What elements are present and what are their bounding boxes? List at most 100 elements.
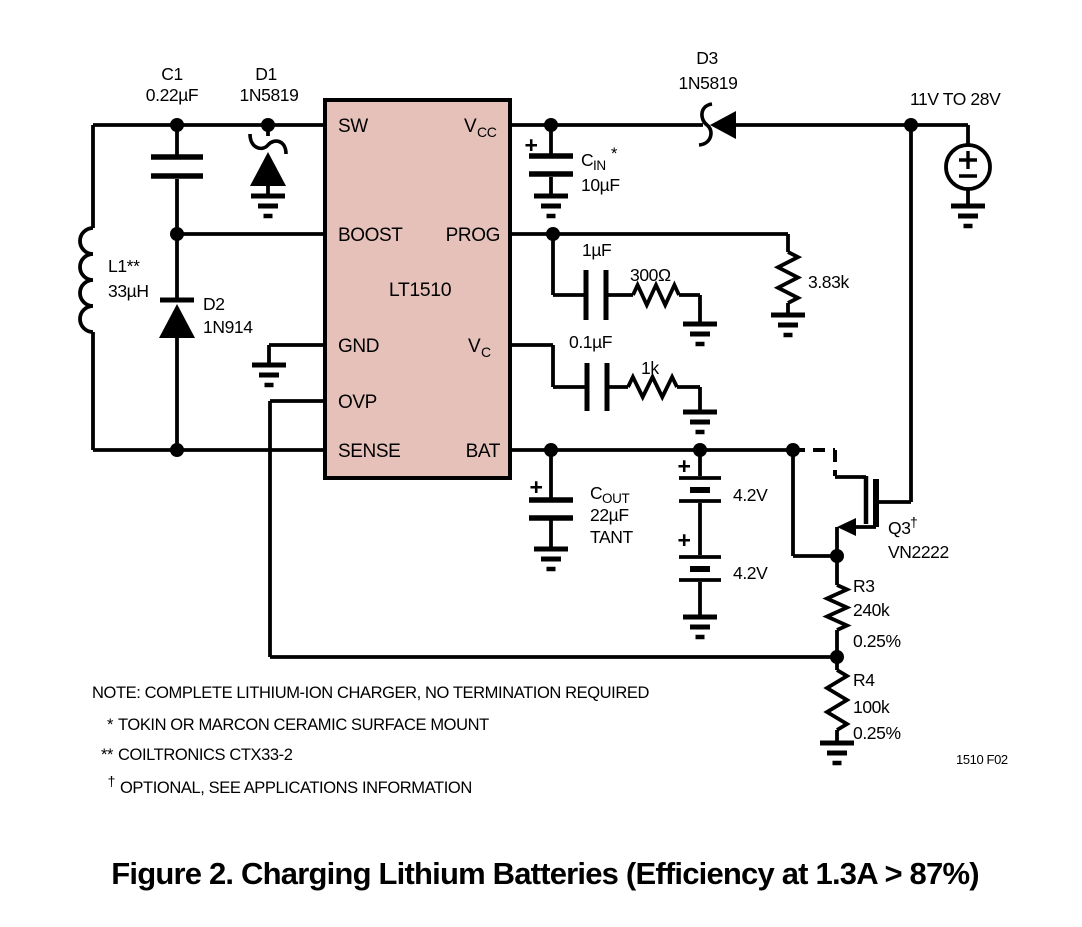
input-voltage-label: 11V TO 28V [910,89,1001,109]
wire-bypass [791,450,837,558]
wire-ovp [268,399,837,659]
battery1-polarity: + [677,453,690,479]
pin-vcc: V [464,116,477,137]
r4-tolerance: 0.25% [853,723,901,743]
pin-gnd: GND [338,336,379,357]
cin-ref: C [581,150,593,170]
d2-value: 1N914 [203,317,253,337]
l1-ref: L1** [108,256,140,276]
ground-symbol [771,315,805,335]
cout-polarity: + [529,474,542,500]
rprog-value: 300Ω [630,265,671,285]
junction-dot [786,443,800,457]
wire-drain [876,125,913,504]
pin-boost: BOOST [338,225,403,246]
input-capacitor-cin: + C IN * 10µF [524,125,620,216]
cout-ref: C [590,483,602,503]
d2-ref: D2 [203,294,225,314]
c1-value: 0.22µF [146,85,198,105]
cin-footnote-mark: * [611,145,618,163]
resistor-zigzag [773,250,803,305]
schottky-diode-d3: D3 1N5819 [679,48,738,147]
ground-symbol [252,365,286,385]
inductor-coil [78,226,94,334]
pin-vc-sub: C [481,344,491,360]
cout-ref-sub: OUT [602,491,629,506]
rvc-value: 1k [641,358,659,378]
cprog-value: 1µF [582,240,611,260]
voltage-source: 11V TO 28V [910,89,1001,226]
note-marker-3: ** [101,746,114,764]
note-marker-4: † [108,773,115,789]
junction-dot [544,118,558,132]
cin-ref-sub: IN [593,158,606,173]
ground-symbol [951,206,985,226]
ground-symbol [534,549,568,569]
resistor-zigzag [626,372,679,402]
d3-value: 1N5819 [679,73,738,93]
q3-ref: Q3 [888,518,911,538]
ground-symbol [534,196,568,216]
note-line2: TOKIN OR MARCON CERAMIC SURFACE MOUNT [118,716,489,734]
d1-ref: D1 [255,64,277,84]
r4-value: 100k [853,697,890,717]
note-line4: OPTIONAL, SEE APPLICATIONS INFORMATION [120,779,472,797]
junction-dot [261,118,275,132]
note-marker-2: * [107,716,114,734]
notes: NOTE: COMPLETE LITHIUM-ION CHARGER, NO T… [92,684,1008,797]
plus-minus-icon [959,151,977,178]
q3-footnote-mark: † [910,514,917,530]
r3-value: 240k [853,600,890,620]
ground-symbol [251,196,285,216]
junction-dots [170,118,918,664]
ic-body [323,98,512,480]
junction-dot [170,227,184,241]
resistor-zigzag [822,583,852,632]
wire-input-rail [736,123,970,146]
pin-vc: V [468,336,481,357]
battery-stack: + 4.2V + 4.2V [677,450,769,637]
pin-ovp: OVP [338,392,377,413]
ground-symbol [820,743,854,763]
pin-sw: SW [338,116,368,137]
inductor-l1: L1** 33µH [78,226,149,334]
resistor-r4: R4 100k 0.25% [820,657,901,763]
pin-vcc-sub: CC [477,124,497,140]
battery-short-plates [690,487,710,572]
wires [91,123,970,659]
resistor-r3: R3 240k 0.25% [822,556,901,657]
r3-ref: R3 [853,576,875,596]
capacitor-c1: C1 0.22µF [146,64,203,234]
junction-dot [904,118,918,132]
cout-type: TANT [590,527,634,547]
battery1-voltage: 4.2V [733,485,768,505]
q3-value: VN2222 [888,542,949,562]
prog-filter: 1µF 300Ω [551,234,717,344]
diode-arrow [159,304,195,338]
schottky-cathode-curl [698,102,713,147]
ground-symbol [683,324,717,344]
ground-symbol [683,412,717,432]
note-line1: NOTE: COMPLETE LITHIUM-ION CHARGER, NO T… [92,684,649,702]
cin-polarity: + [524,132,537,158]
diode-arrow [250,152,286,186]
junction-dot [693,443,707,457]
ic-name: LT1510 [389,279,452,301]
c1-ref: C1 [161,64,183,84]
l1-value: 33µH [108,281,149,301]
ground-symbol [683,617,717,637]
diode-d2: D2 1N914 [159,234,254,450]
ic-lt1510: SW BOOST GND OVP SENSE V CC PROG V C BAT… [323,98,512,480]
figure-caption: Figure 2. Charging Lithium Batteries (Ef… [111,856,978,891]
junction-dot [170,118,184,132]
pin-prog: PROG [446,225,500,246]
cout-value: 22µF [590,505,629,525]
junction-dot [546,227,560,241]
cin-value: 10µF [581,175,620,195]
mosfet-source-arrow [837,518,856,536]
output-capacitor-cout: + C OUT 22µF TANT [529,450,634,569]
vc-compensation: 0.1µF 1k [510,332,717,432]
junction-dot [830,650,844,664]
d3-ref: D3 [696,48,718,68]
